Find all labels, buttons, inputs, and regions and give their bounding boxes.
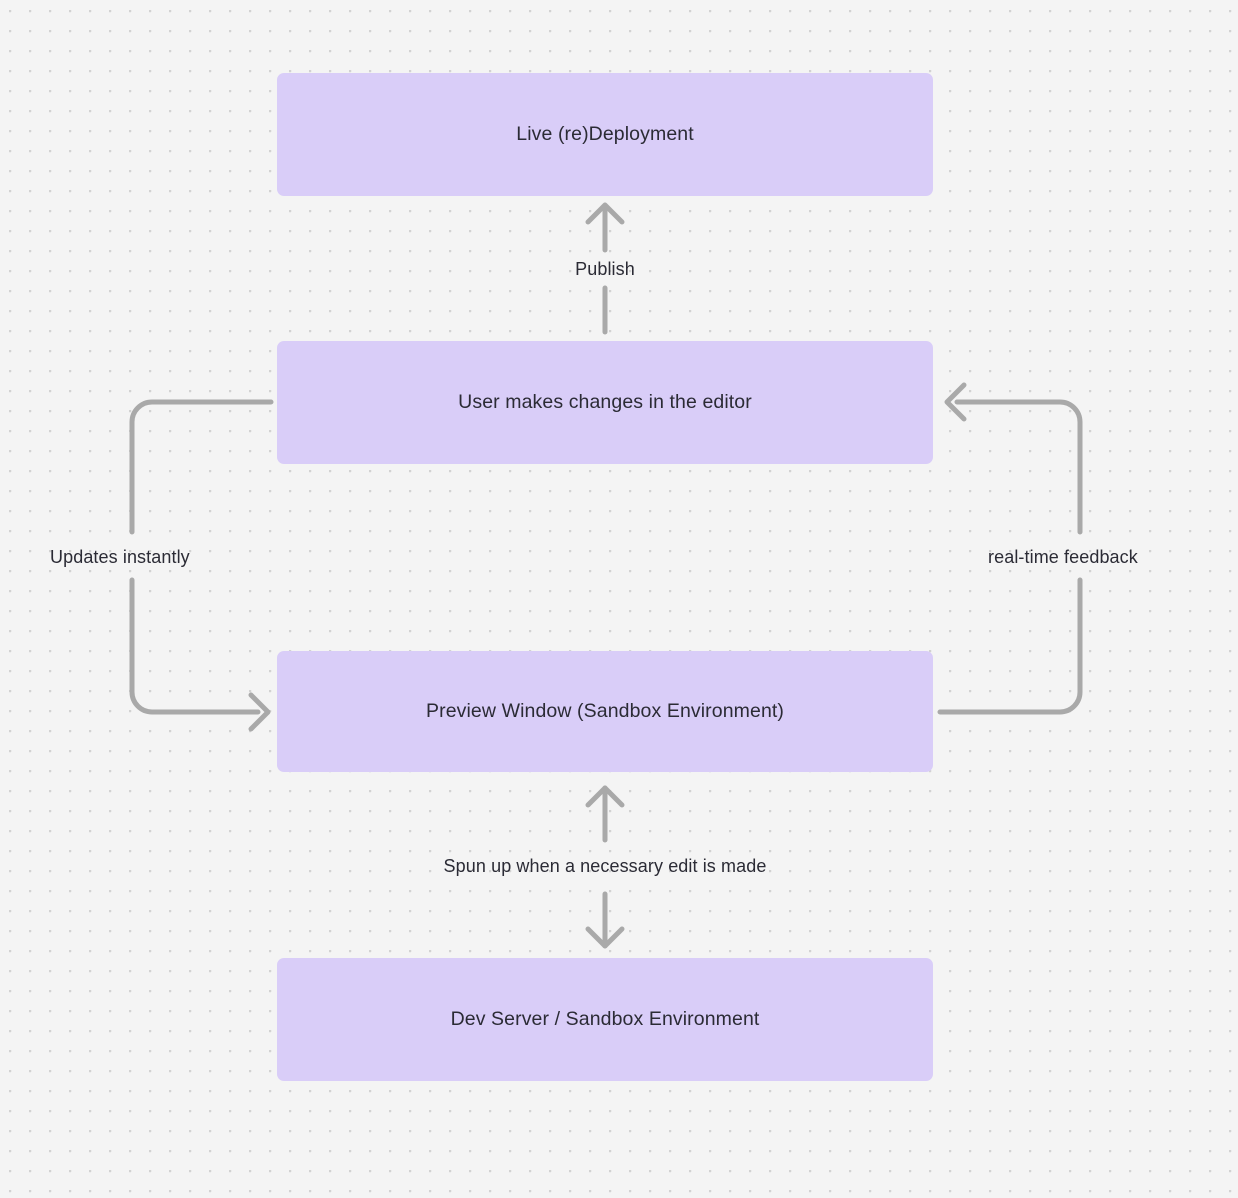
node-user-edits-label: User makes changes in the editor <box>458 390 752 413</box>
edge-label-spun-up: Spun up when a necessary edit is made <box>443 856 767 876</box>
node-dev-server[interactable]: Dev Server / Sandbox Environment <box>277 958 933 1081</box>
edge-label-real-time-feedback: real-time feedback <box>988 547 1138 567</box>
edge-label-updates-instantly: Updates instantly <box>50 547 190 567</box>
edge-label-publish: Publish <box>575 259 635 279</box>
node-preview-window[interactable]: Preview Window (Sandbox Environment) <box>277 651 933 772</box>
node-live-deployment[interactable]: Live (re)Deployment <box>277 73 933 196</box>
node-dev-server-label: Dev Server / Sandbox Environment <box>450 1007 760 1030</box>
node-user-edits[interactable]: User makes changes in the editor <box>277 341 933 464</box>
node-preview-window-label: Preview Window (Sandbox Environment) <box>426 699 784 722</box>
node-live-deployment-label: Live (re)Deployment <box>516 122 694 145</box>
